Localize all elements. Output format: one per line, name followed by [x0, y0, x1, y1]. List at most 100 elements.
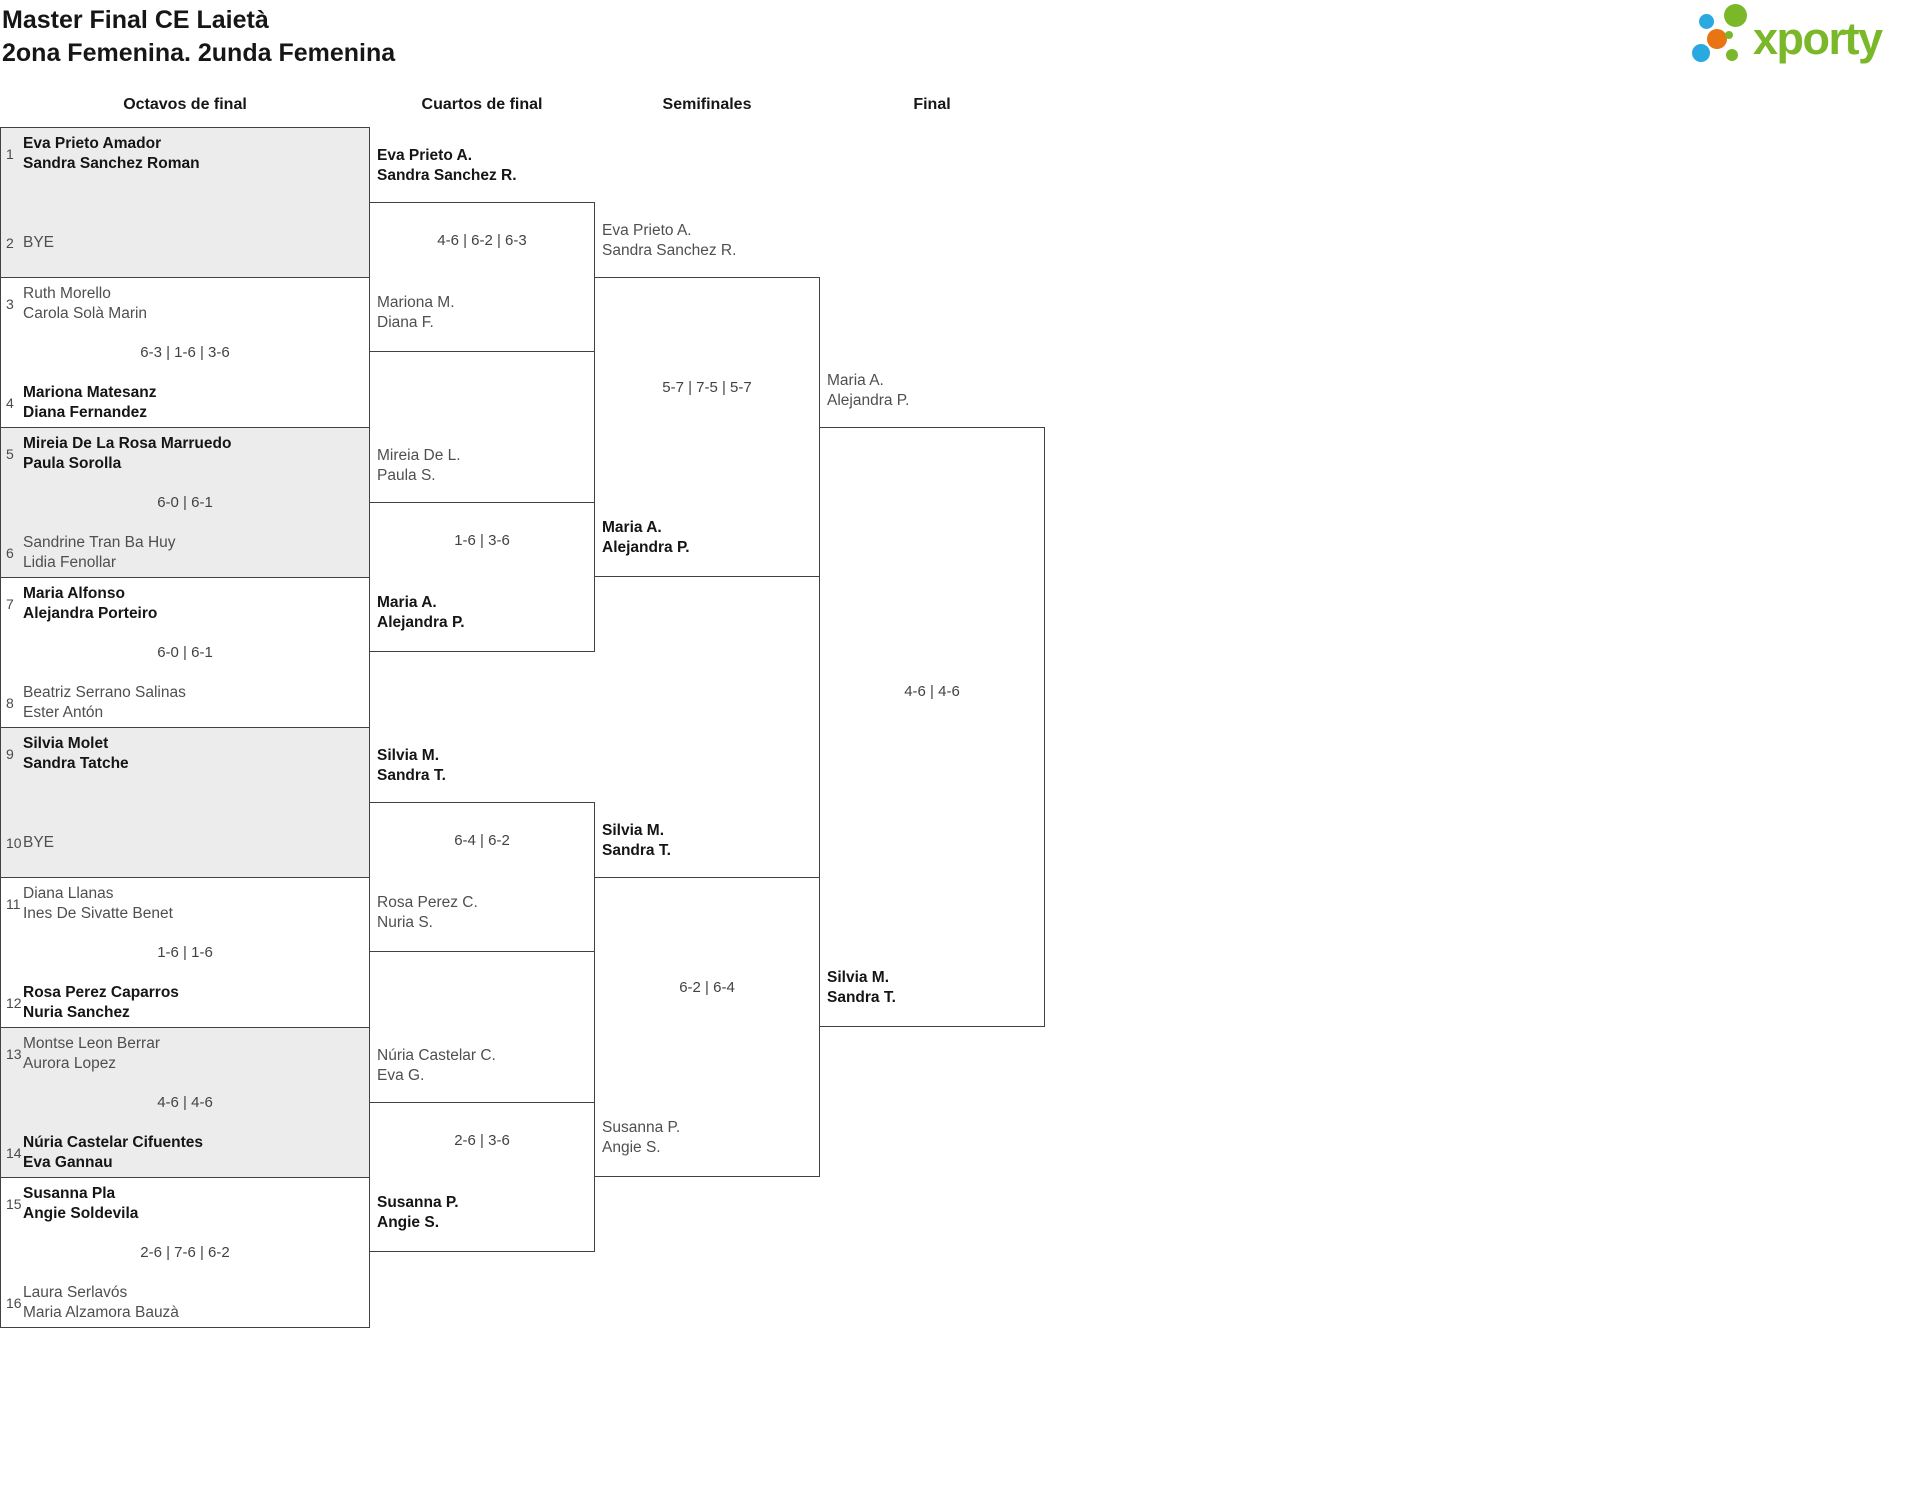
- match-score: 6-0 | 6-1: [157, 644, 213, 661]
- match-score: 2-6 | 3-6: [454, 1132, 510, 1149]
- team-name: Silvia Molet: [23, 735, 109, 752]
- team-label: Eva Prieto A.Sandra Sanchez R.: [377, 146, 517, 186]
- team-label: Susanna P.Angie S.: [377, 1193, 459, 1233]
- seed-number: 11: [6, 896, 21, 912]
- seed-number: 4: [6, 395, 14, 411]
- seed-number: 14: [6, 1145, 22, 1161]
- team-label: Silvia M.Sandra T.: [377, 746, 446, 786]
- team-name: Aurora Lopez: [23, 1055, 117, 1072]
- team-name: Sandra Sanchez Roman: [23, 155, 200, 172]
- logo-dot-green-large: [1724, 4, 1747, 27]
- team-name: Maria A.: [827, 372, 884, 389]
- team-name: Eva Prieto A.: [377, 147, 473, 164]
- match-score: 6-4 | 6-2: [454, 832, 510, 849]
- match-score: 4-6 | 4-6: [904, 683, 960, 700]
- team-name: Maria A.: [377, 594, 437, 611]
- team-name: Sandra T.: [827, 989, 896, 1006]
- team-name: BYE: [23, 234, 55, 251]
- logo-dot-green-tiny: [1725, 31, 1733, 39]
- team-name: Alejandra P.: [377, 614, 465, 631]
- team-name: Susanna Pla: [23, 1185, 116, 1202]
- team-label: Núria Castelar C. Eva G.: [377, 1046, 496, 1086]
- team-name: Silvia M.: [827, 969, 890, 986]
- team-name: Silvia M.: [602, 822, 665, 839]
- match-box-final: [819, 427, 1045, 1027]
- seed-number: 6: [6, 545, 14, 561]
- seed-number: 2: [6, 235, 14, 251]
- team-name: Carola Solà Marin: [23, 305, 148, 322]
- team-name: Maria A.: [602, 519, 662, 536]
- team-name: Paula S.: [377, 467, 436, 484]
- match-score: 6-3 | 1-6 | 3-6: [140, 344, 230, 361]
- seed-number: 5: [6, 446, 14, 462]
- team-label: Maria A. Alejandra P.: [827, 371, 909, 411]
- team-name: Eva Prieto Amador: [23, 135, 162, 152]
- team-name: Núria Castelar C.: [377, 1047, 496, 1064]
- team-name: Lidia Fenollar: [23, 554, 117, 571]
- team-name: Diana Llanas: [23, 885, 114, 902]
- team-name: Mariona Matesanz: [23, 384, 157, 401]
- team-label: Eva Prieto A.Sandra Sanchez R.: [602, 221, 736, 261]
- round-header-final: Final: [913, 96, 951, 113]
- team-label: Maria A. Alejandra P.: [602, 518, 690, 558]
- team-name: Rosa Perez C.: [377, 894, 478, 911]
- team-name: Núria Castelar Cifuentes: [23, 1134, 204, 1151]
- team-name: Eva Prieto A.: [602, 222, 692, 239]
- team-name: Angie S.: [602, 1139, 661, 1156]
- team-name: Mariona M.: [377, 294, 455, 311]
- team-label: Mariona M. Diana F.: [377, 293, 455, 333]
- team-name: Sandra Tatche: [23, 755, 129, 772]
- team-name: Silvia M.: [377, 747, 440, 764]
- seed-number: 9: [6, 746, 14, 762]
- match-score: 1-6 | 3-6: [454, 532, 510, 549]
- team-row: 10 BYE: [1, 833, 365, 853]
- team-name: Laura Serlavós: [23, 1284, 128, 1301]
- team-name: Ines De Sivatte Benet: [23, 905, 173, 922]
- team-name: Rosa Perez Caparros: [23, 984, 179, 1001]
- seed-number: 15: [6, 1196, 22, 1212]
- team-label: Maria A. Alejandra P.: [377, 593, 465, 633]
- team-name: Eva Gannau: [23, 1154, 113, 1171]
- match-score: 6-0 | 6-1: [157, 494, 213, 511]
- xporty-logo[interactable]: xporty: [1688, 0, 1920, 72]
- round-header-semifinales: Semifinales: [662, 96, 752, 113]
- match-score: 5-7 | 7-5 | 5-7: [662, 379, 752, 396]
- team-name: Alejandra P.: [602, 539, 690, 556]
- seed-number: 13: [6, 1046, 22, 1062]
- logo-dot-green-small: [1726, 49, 1738, 61]
- team-name: Eva G.: [377, 1067, 425, 1084]
- team-name: Nuria S.: [377, 914, 433, 931]
- team-label: Susanna P. Angie S.: [602, 1118, 680, 1158]
- seed-number: 7: [6, 596, 14, 612]
- seed-number: 16: [6, 1295, 22, 1311]
- team-name: Susanna P.: [602, 1119, 681, 1136]
- team-name: Alejandra P.: [827, 392, 910, 409]
- team-name: Mireia De La Rosa Marruedo: [23, 435, 232, 452]
- logo-dot-blue-small: [1699, 14, 1714, 29]
- team-name: Maria Alzamora Bauzà: [23, 1304, 179, 1321]
- team-name: Alejandra Porteiro: [23, 605, 158, 622]
- team-row: 2 BYE: [1, 233, 365, 253]
- page-title: Master Final CE Laietà 2ona Femenina. 2u…: [2, 4, 395, 70]
- team-name: Sandra T.: [602, 842, 671, 859]
- match-score: 4-6 | 4-6: [157, 1094, 213, 1111]
- team-name: Diana F.: [377, 314, 434, 331]
- category-name: 2ona Femenina. 2unda Femenina: [2, 39, 396, 67]
